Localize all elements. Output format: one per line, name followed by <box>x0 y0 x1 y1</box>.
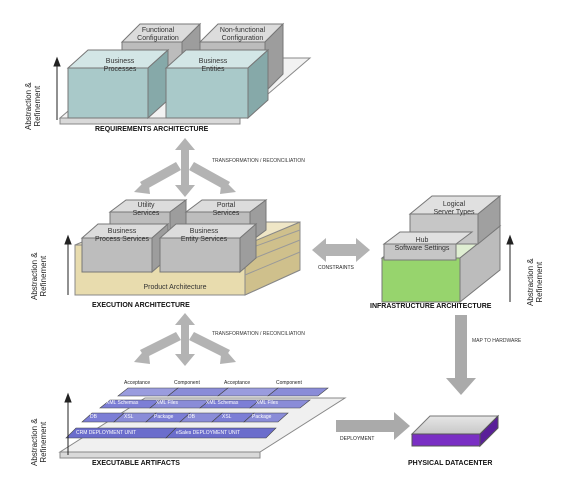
artifact-tile-label: Package <box>154 414 174 420</box>
constraints-arrow <box>312 238 370 262</box>
artifact-tile-label: XML Files <box>156 400 179 406</box>
axis-label-infrastructure: Abstraction &Refinement <box>526 258 544 306</box>
axis-label-requirements: Abstraction &Refinement <box>24 82 42 130</box>
artifacts-platform <box>58 397 347 459</box>
execution-caption: EXECUTION ARCHITECTURE <box>92 302 190 309</box>
req-box-process <box>66 48 170 120</box>
artifact-tile-label: XML Files <box>256 400 279 406</box>
axis-label-artifacts: Abstraction &Refinement <box>30 418 48 466</box>
exec-box-entity <box>158 222 258 274</box>
exec-box-process <box>80 222 170 274</box>
infra-box-logical <box>408 194 502 246</box>
artifact-tile-label: XSL <box>222 414 232 420</box>
artifact-tile-label: XML Schemas <box>206 400 239 406</box>
deployment-label: DEPLOYMENT <box>340 436 375 442</box>
artifact-tile-label: XSL <box>124 414 134 420</box>
artifact-tile-label: CRM DEPLOYMENT UNIT <box>76 430 137 436</box>
requirements-caption: REQUIREMENTS ARCHITECTURE <box>95 126 209 133</box>
map-to-hardware-label: MAP TO HARDWARE <box>472 338 522 344</box>
infrastructure-caption: INFRASTRUCTURE ARCHITECTURE <box>370 303 492 310</box>
artifacts-caption: EXECUTABLE ARTIFACTS <box>92 460 180 467</box>
axis-label-execution: Abstraction &Refinement <box>30 252 48 300</box>
exec-product-architecture-label: Product Architecture <box>143 284 207 291</box>
artifact-tile-label: Acceptance <box>224 380 251 386</box>
physical-datacenter-block <box>410 414 500 448</box>
transform-arrows-top <box>134 138 236 197</box>
artifact-tile-label: XML Schemas <box>106 400 139 406</box>
deployment-arrow <box>336 412 410 440</box>
constraints-label: CONSTRAINTS <box>318 265 354 271</box>
artifact-tiles <box>65 387 329 439</box>
axis-arrows <box>53 56 514 455</box>
artifact-tile-label: DB <box>90 414 97 420</box>
transform-label-top: TRANSFORMATION / RECONCILIATION <box>212 158 305 164</box>
datacenter-caption: PHYSICAL DATACENTER <box>408 460 493 467</box>
artifact-tile-label: Component <box>276 380 302 386</box>
artifact-tile-label: Package <box>252 414 272 420</box>
req-box-entities <box>164 48 270 120</box>
transform-arrows-bottom <box>134 313 236 366</box>
artifact-tile-label: DB <box>188 414 195 420</box>
artifact-tile-label: Component <box>174 380 200 386</box>
artifact-tile-label: Acceptance <box>124 380 151 386</box>
artifact-tile-label: eSales DEPLOYMENT UNIT <box>176 430 241 436</box>
infra-box-hub <box>382 231 474 261</box>
transform-label-bottom: TRANSFORMATION / RECONCILIATION <box>212 331 305 337</box>
map-to-hardware-arrow <box>446 315 476 395</box>
